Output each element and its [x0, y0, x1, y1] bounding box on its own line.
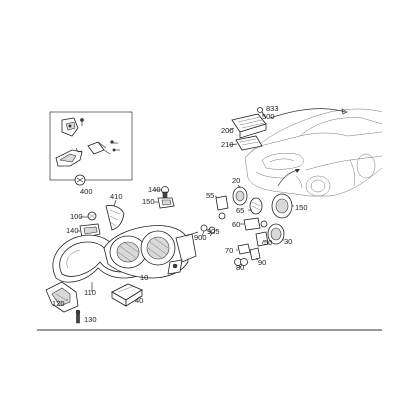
- pointer-arrow-lamp: [269, 108, 346, 119]
- callout-110: 110: [84, 288, 96, 297]
- part-410-cover: [105, 199, 125, 231]
- callout-100: 65: [236, 206, 244, 215]
- part-100-socket: [248, 197, 263, 215]
- callout-905: 905: [207, 227, 220, 236]
- part-70-socket: [236, 243, 251, 255]
- part-90-socket: [249, 247, 261, 261]
- callout-140-left: 100: [70, 212, 83, 221]
- part-50-socket: [255, 231, 269, 247]
- headlamp-housing-10: [103, 225, 199, 279]
- callout-130: 130: [84, 315, 97, 324]
- part-65-cover: [271, 193, 294, 219]
- callout-210: 210: [221, 140, 234, 149]
- callout-120: 120: [52, 299, 65, 308]
- part-130-bolt: [75, 309, 81, 324]
- control-module-assembly: [228, 107, 267, 151]
- callout-150-left: 140: [66, 226, 79, 235]
- callout-500: 500: [262, 112, 275, 121]
- callout-140-top: 140: [148, 185, 161, 194]
- callout-900: 900: [194, 233, 207, 242]
- part-140-150-upper: [154, 186, 175, 209]
- part-120-bracket: [45, 281, 79, 313]
- callout-70: 70: [225, 246, 233, 255]
- callout-200: 200: [221, 126, 234, 135]
- detail-inset-box: [49, 111, 133, 186]
- part-40-module: [111, 283, 143, 307]
- car-outline: [244, 108, 383, 197]
- callout-65: 150: [295, 203, 308, 212]
- part-140-150-left: [77, 211, 101, 239]
- callout-40: 40: [135, 296, 143, 305]
- callout-400: 400: [80, 187, 93, 196]
- callout-50: 50: [264, 238, 272, 247]
- callout-80: 80: [236, 263, 244, 272]
- part-55-bulb: [214, 195, 229, 220]
- callout-10: 10: [140, 273, 148, 282]
- part-900-905: [200, 224, 216, 237]
- callout-90: 90: [258, 258, 266, 267]
- part-60-bulb: [240, 217, 268, 231]
- part-20-cap: [232, 186, 248, 206]
- callout-55: 55: [206, 191, 214, 200]
- callout-20: 20: [232, 176, 240, 185]
- callout-60: 60: [232, 220, 240, 229]
- callout-833: 833: [266, 104, 279, 113]
- callout-150-top: 150: [142, 197, 155, 206]
- callout-410: 410: [110, 192, 123, 201]
- callout-30: 30: [284, 237, 292, 246]
- part-80-bulb: [234, 258, 248, 268]
- part-30-cap: [267, 223, 285, 245]
